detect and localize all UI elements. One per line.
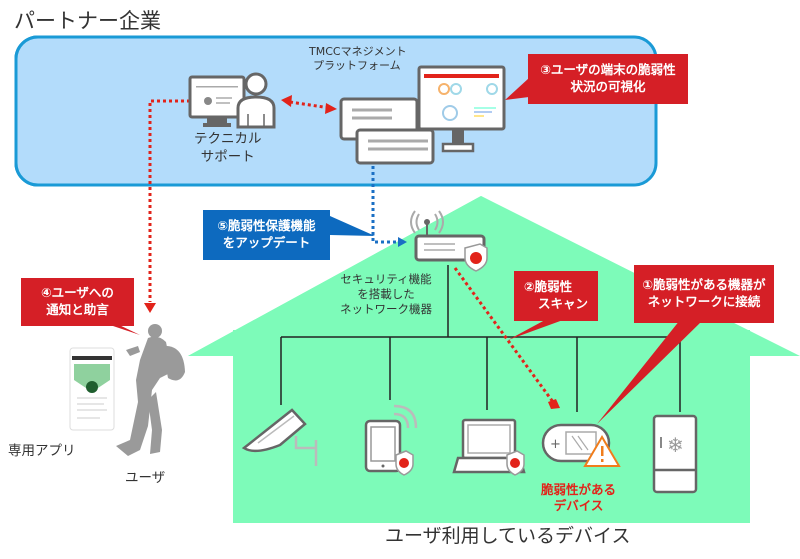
callout-tail-1 bbox=[597, 320, 703, 424]
vulnerable-microwave-icon: + bbox=[541, 423, 621, 467]
platform-icon bbox=[339, 65, 506, 165]
tech-support-label-line2: サポート bbox=[200, 148, 255, 165]
svg-text:❄: ❄ bbox=[667, 433, 684, 457]
router-label-line2: を搭載した bbox=[357, 286, 415, 301]
callout-step2-line1: ②脆弱性 bbox=[523, 279, 573, 295]
callout-step1-line2: ネットワークに接続 bbox=[647, 294, 761, 309]
callout-step1: ①脆弱性がある機器がネットワークに接続 bbox=[634, 265, 774, 323]
router-label: セキュリティ機能 を搭載した ネットワーク機器 bbox=[340, 272, 432, 317]
platform-label-line2: プラットフォーム bbox=[313, 59, 401, 73]
refrigerator-icon: ❄ bbox=[652, 414, 698, 494]
user-silhouette-icon bbox=[116, 324, 185, 456]
router-icon bbox=[410, 210, 488, 272]
tablet-icon bbox=[364, 404, 418, 476]
platform-label-line1: TMCCマネジメント bbox=[309, 45, 407, 58]
arrow-platform-to-router bbox=[371, 160, 398, 244]
callout-step3-line2: 状況の可視化 bbox=[570, 79, 646, 94]
callout-step5-line1: ⑤脆弱性保護機能 bbox=[217, 218, 316, 234]
laptop-icon bbox=[452, 418, 526, 476]
arrow-head-user bbox=[144, 303, 156, 313]
callout-step2: ②脆弱性スキャン bbox=[514, 271, 598, 321]
house-caption: ユーザ利用しているデバイス bbox=[385, 525, 631, 547]
platform-label: TMCCマネジメント プラットフォーム bbox=[309, 45, 407, 74]
arrow-head-scan bbox=[548, 399, 560, 409]
callout-step4-line1: ④ユーザへの bbox=[41, 285, 114, 301]
vulnerable-device-label: 脆弱性がある デバイス bbox=[541, 482, 616, 515]
callout-step4-line2: 通知と助言 bbox=[46, 302, 109, 317]
network-lines bbox=[280, 265, 681, 412]
arrow-scan bbox=[453, 267, 555, 403]
tech-support-icon bbox=[188, 72, 276, 129]
router-label-line3: ネットワーク機器 bbox=[340, 301, 432, 316]
callout-step4: ④ユーザへの通知と助言 bbox=[21, 278, 134, 326]
callout-step5-line2: をアップデート bbox=[222, 235, 311, 250]
tech-support-label-line1: テクニカル bbox=[194, 131, 262, 147]
arrow-support-to-user bbox=[148, 99, 190, 302]
callout-step5: ⑤脆弱性保護機能をアップデート bbox=[203, 210, 330, 260]
tech-support-label: テクニカル サポート bbox=[194, 131, 262, 166]
svg-text:+: + bbox=[550, 437, 561, 452]
arrow-head-support bbox=[281, 95, 292, 107]
callout-tail-2 bbox=[508, 320, 563, 340]
partner-title: パートナー企業 bbox=[14, 9, 161, 33]
callout-step2-line2: スキャン bbox=[537, 296, 588, 311]
app-label: 専用アプリ bbox=[8, 443, 76, 459]
vulnerable-device-label-line2: デバイス bbox=[553, 498, 604, 514]
arrow-support-platform bbox=[289, 100, 331, 110]
arrow-head-router bbox=[398, 237, 407, 247]
callout-step3: ③ユーザの端末の脆弱性状況の可視化 bbox=[528, 54, 688, 104]
callout-step3-line1: ③ユーザの端末の脆弱性 bbox=[540, 62, 676, 78]
camera-icon bbox=[241, 408, 318, 466]
callout-tail-3 bbox=[505, 78, 529, 100]
user-label: ユーザ bbox=[125, 470, 166, 486]
vulnerable-device-label-line1: 脆弱性がある bbox=[541, 482, 617, 497]
smartphone-app-icon bbox=[69, 347, 115, 431]
callout-tail-5 bbox=[330, 216, 375, 236]
callout-step1-line1: ①脆弱性がある機器が bbox=[642, 277, 766, 293]
arrow-head-platform bbox=[325, 103, 337, 114]
router-label-line1: セキュリティ機能 bbox=[340, 272, 432, 286]
